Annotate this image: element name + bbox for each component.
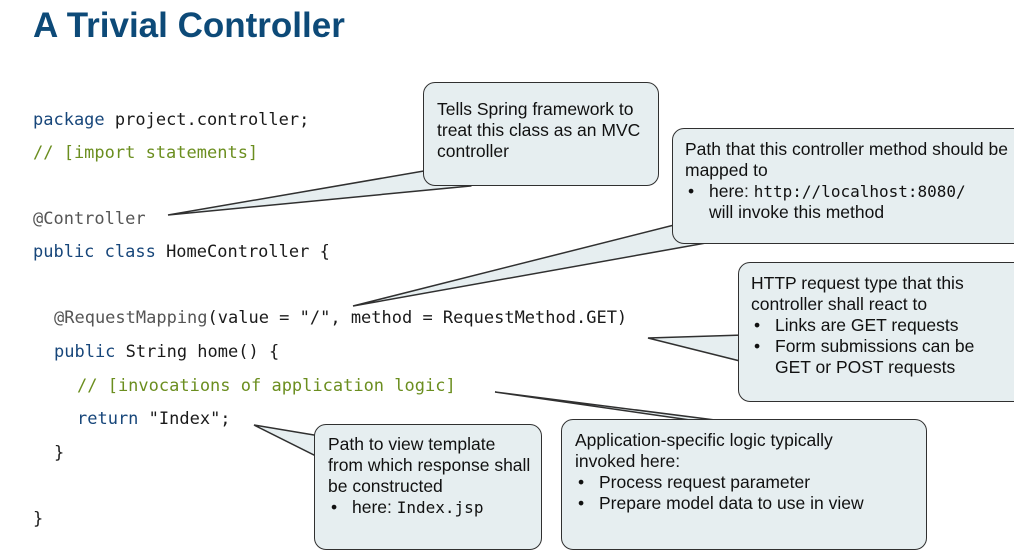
callout-text: Path to view template from which respons… [328, 434, 531, 496]
code-line-method-close: } [54, 443, 65, 463]
callout-application-logic: Application-specific logic typically inv… [561, 419, 927, 550]
callout-bullet: Form submissions can be GET or POST requ… [751, 336, 1010, 378]
code-line-class-declaration: public class HomeController { [33, 242, 330, 262]
code-line-imports-comment: // [import statements] [33, 143, 259, 163]
callout-view-template: Path to view template from which respons… [314, 424, 542, 550]
callout-http-method: HTTP request type that this controller s… [738, 262, 1014, 402]
code-text: project.controller; [104, 110, 310, 130]
code-text: String home() { [115, 342, 280, 362]
code-annotation: @RequestMapping [54, 308, 208, 328]
pointer-path [352, 220, 708, 307]
bullet-prefix: here: [352, 497, 397, 517]
callout-text: Application-specific logic typically inv… [575, 430, 833, 471]
callout-bullets: Links are GET requests Form submissions … [751, 315, 1014, 378]
callout-bullets: here: http://localhost:8080/will invoke … [685, 181, 1014, 223]
code-keyword: public [54, 342, 116, 362]
callout-text: Tells Spring framework to treat this cla… [437, 99, 641, 161]
pointer-view [253, 424, 321, 460]
code-text: (value = "/", method = RequestMethod.GET… [207, 308, 628, 328]
code-line-package: package project.controller; [33, 110, 309, 130]
code-keyword: package [33, 110, 105, 130]
pointer-http [647, 334, 745, 363]
callout-bullet: Prepare model data to use in view [575, 493, 918, 514]
code-line-logic-comment: // [invocations of application logic] [77, 376, 456, 396]
code-line-return: return "Index"; [77, 409, 231, 429]
code-line-request-mapping: @RequestMapping(value = "/", method = Re… [54, 308, 627, 328]
callout-bullet: Links are GET requests [751, 315, 1014, 336]
callout-request-path: Path that this controller method should … [672, 128, 1014, 244]
bullet-code: http://localhost:8080/ [753, 182, 966, 201]
bullet-suffix: will invoke this method [709, 202, 885, 222]
pointer-logic [494, 391, 716, 421]
code-text: HomeController { [155, 242, 330, 262]
code-line-method-declaration: public String home() { [54, 342, 279, 362]
callout-bullet: here: http://localhost:8080/will invoke … [685, 181, 1014, 223]
code-line-class-close: } [33, 509, 44, 529]
callout-bullet: Process request parameter [575, 472, 918, 493]
callout-text: Path that this controller method should … [685, 139, 1008, 180]
code-text: "Index"; [138, 409, 231, 429]
slide-title: A Trivial Controller [33, 6, 345, 45]
code-keyword: return [77, 409, 139, 429]
code-line-controller-annotation: @Controller [33, 209, 146, 229]
code-keyword: public class [33, 242, 156, 262]
callout-text: HTTP request type that this controller s… [751, 273, 964, 314]
bullet-code: Index.jsp [396, 498, 484, 517]
bullet-prefix: here: [709, 181, 754, 201]
callout-bullet: here: Index.jsp [328, 497, 533, 518]
callout-bullets: here: Index.jsp [328, 497, 533, 518]
callout-bullets: Process request parameter Prepare model … [575, 472, 918, 514]
callout-controller-annotation: Tells Spring framework to treat this cla… [423, 82, 659, 186]
